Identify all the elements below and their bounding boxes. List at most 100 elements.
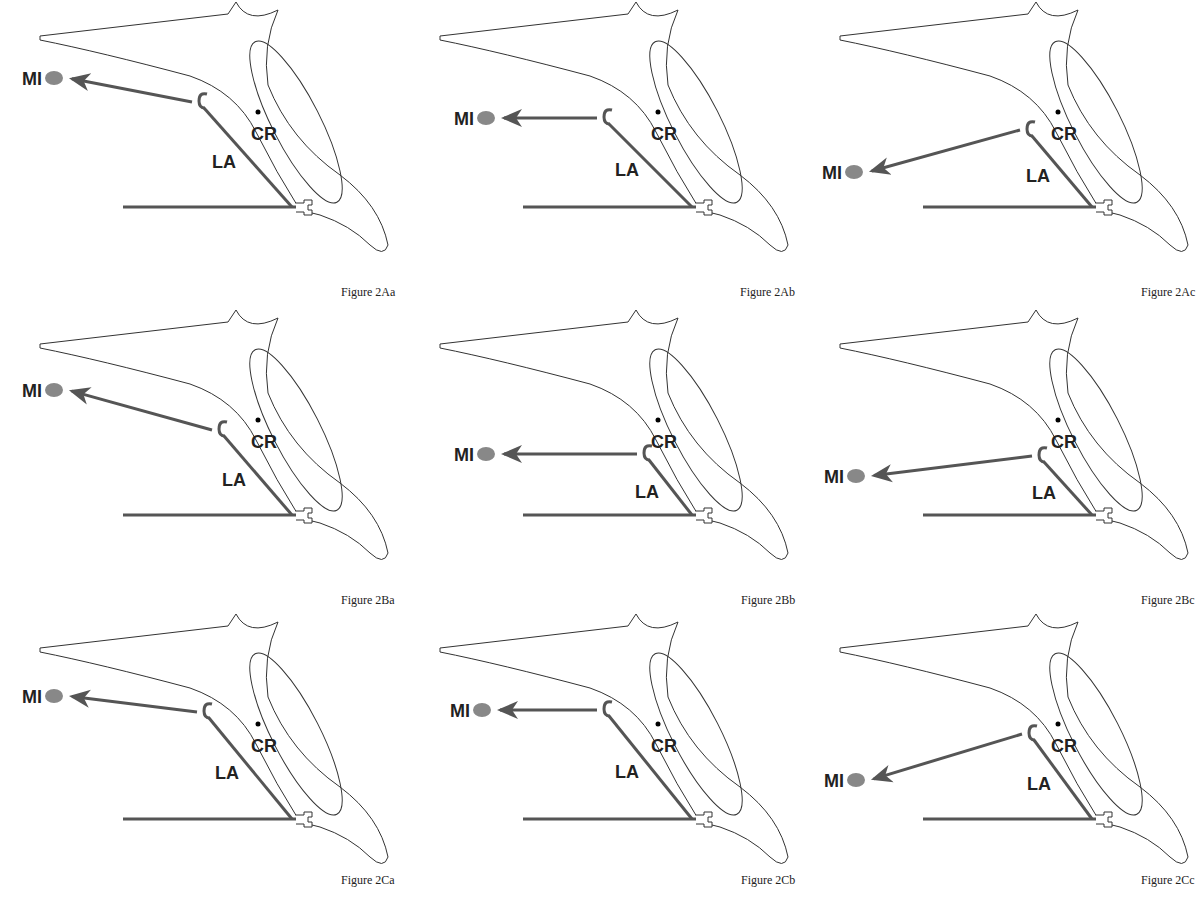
center-of-resistance — [256, 110, 261, 115]
panel-drawing — [840, 614, 1188, 864]
bracket — [1096, 508, 1112, 523]
archwire — [523, 206, 696, 209]
archwire — [123, 206, 296, 209]
bracket — [296, 812, 312, 827]
archwire — [523, 818, 696, 821]
maxilla-outline — [840, 614, 1188, 864]
panel-drawing — [840, 2, 1188, 252]
force-arrow — [72, 696, 197, 712]
bracket — [696, 200, 712, 215]
archwire — [523, 514, 696, 517]
mini-implant — [847, 773, 865, 787]
bracket — [1096, 812, 1112, 827]
panel-drawing — [840, 310, 1188, 560]
incisor-root — [634, 31, 758, 213]
incisor-root — [234, 643, 358, 825]
mini-implant — [847, 469, 865, 483]
force-arrow — [500, 709, 597, 712]
force-arrow — [872, 130, 1020, 171]
lever-arm — [204, 108, 292, 207]
center-of-resistance — [256, 418, 261, 423]
bracket — [696, 812, 712, 827]
archwire — [923, 514, 1096, 517]
maxilla-outline — [40, 2, 388, 252]
archwire — [923, 818, 1096, 821]
mini-implant — [477, 111, 495, 125]
mini-implant — [45, 71, 63, 85]
force-arrow — [874, 456, 1032, 476]
lever-arm-label: LA — [635, 483, 659, 501]
lever-arm-label: LA — [215, 764, 239, 782]
maxilla-outline — [40, 614, 388, 864]
figure-caption: Figure 2Ab — [740, 286, 795, 298]
hook — [1039, 448, 1047, 462]
maxilla-outline — [440, 310, 788, 560]
archwire — [123, 514, 296, 517]
implant-label: MI — [22, 382, 42, 400]
figure-caption: Figure 2Cb — [741, 874, 795, 886]
cr-label: CR — [651, 737, 677, 755]
implant-label: MI — [824, 772, 844, 790]
force-arrow — [72, 79, 192, 102]
bracket — [696, 508, 712, 523]
center-of-resistance — [656, 418, 661, 423]
hook — [199, 94, 207, 108]
force-arrow — [72, 391, 212, 430]
panel-drawing — [40, 310, 388, 560]
cr-label: CR — [1051, 125, 1077, 143]
bracket — [296, 200, 312, 215]
center-of-resistance — [1056, 418, 1061, 423]
figure-caption: Figure 2Bb — [741, 594, 795, 606]
figure-caption: Figure 2Ca — [341, 874, 395, 886]
hook — [219, 422, 227, 436]
lever-arm-label: LA — [1027, 775, 1051, 793]
cr-label: CR — [251, 737, 277, 755]
panel-drawing — [40, 614, 388, 864]
force-arrow — [504, 117, 597, 120]
figure-caption: Figure 2Ac — [1141, 286, 1195, 298]
maxilla-outline — [40, 310, 388, 560]
hook — [1029, 726, 1037, 740]
center-of-resistance — [656, 722, 661, 727]
maxilla-outline — [440, 2, 788, 252]
cr-label: CR — [251, 433, 277, 451]
bracket — [1096, 200, 1112, 215]
lever-arm-label: LA — [615, 161, 639, 179]
implant-label: MI — [824, 468, 844, 486]
panel-drawing — [440, 614, 788, 864]
hook — [1027, 122, 1035, 136]
implant-label: MI — [22, 70, 42, 88]
mini-implant — [477, 447, 495, 461]
implant-label: MI — [454, 110, 474, 128]
mini-implant — [845, 165, 863, 179]
lever-arm — [609, 124, 692, 207]
implant-label: MI — [822, 164, 842, 182]
mini-implant — [473, 703, 491, 717]
cr-label: CR — [1051, 433, 1077, 451]
implant-label: MI — [454, 446, 474, 464]
lever-arm-label: LA — [222, 471, 246, 489]
lever-arm — [209, 718, 292, 819]
figure-caption: Figure 2Aa — [341, 286, 395, 298]
incisor-root — [634, 339, 758, 521]
bracket — [296, 508, 312, 523]
implant-label: MI — [22, 688, 42, 706]
cr-label: CR — [651, 125, 677, 143]
hook — [644, 446, 652, 460]
incisor-root — [234, 31, 358, 213]
maxilla-outline — [440, 614, 788, 864]
cr-label: CR — [1051, 737, 1077, 755]
lever-arm-label: LA — [1032, 484, 1056, 502]
panel-drawing — [440, 2, 788, 252]
incisor-root — [1034, 31, 1158, 213]
figure-caption: Figure 2Cc — [1141, 874, 1195, 886]
incisor-root — [1034, 643, 1158, 825]
lever-arm-label: LA — [615, 763, 639, 781]
incisor-root — [234, 339, 358, 521]
lever-arm-label: LA — [1026, 167, 1050, 185]
archwire — [923, 206, 1096, 209]
force-arrow — [504, 453, 637, 456]
center-of-resistance — [656, 110, 661, 115]
